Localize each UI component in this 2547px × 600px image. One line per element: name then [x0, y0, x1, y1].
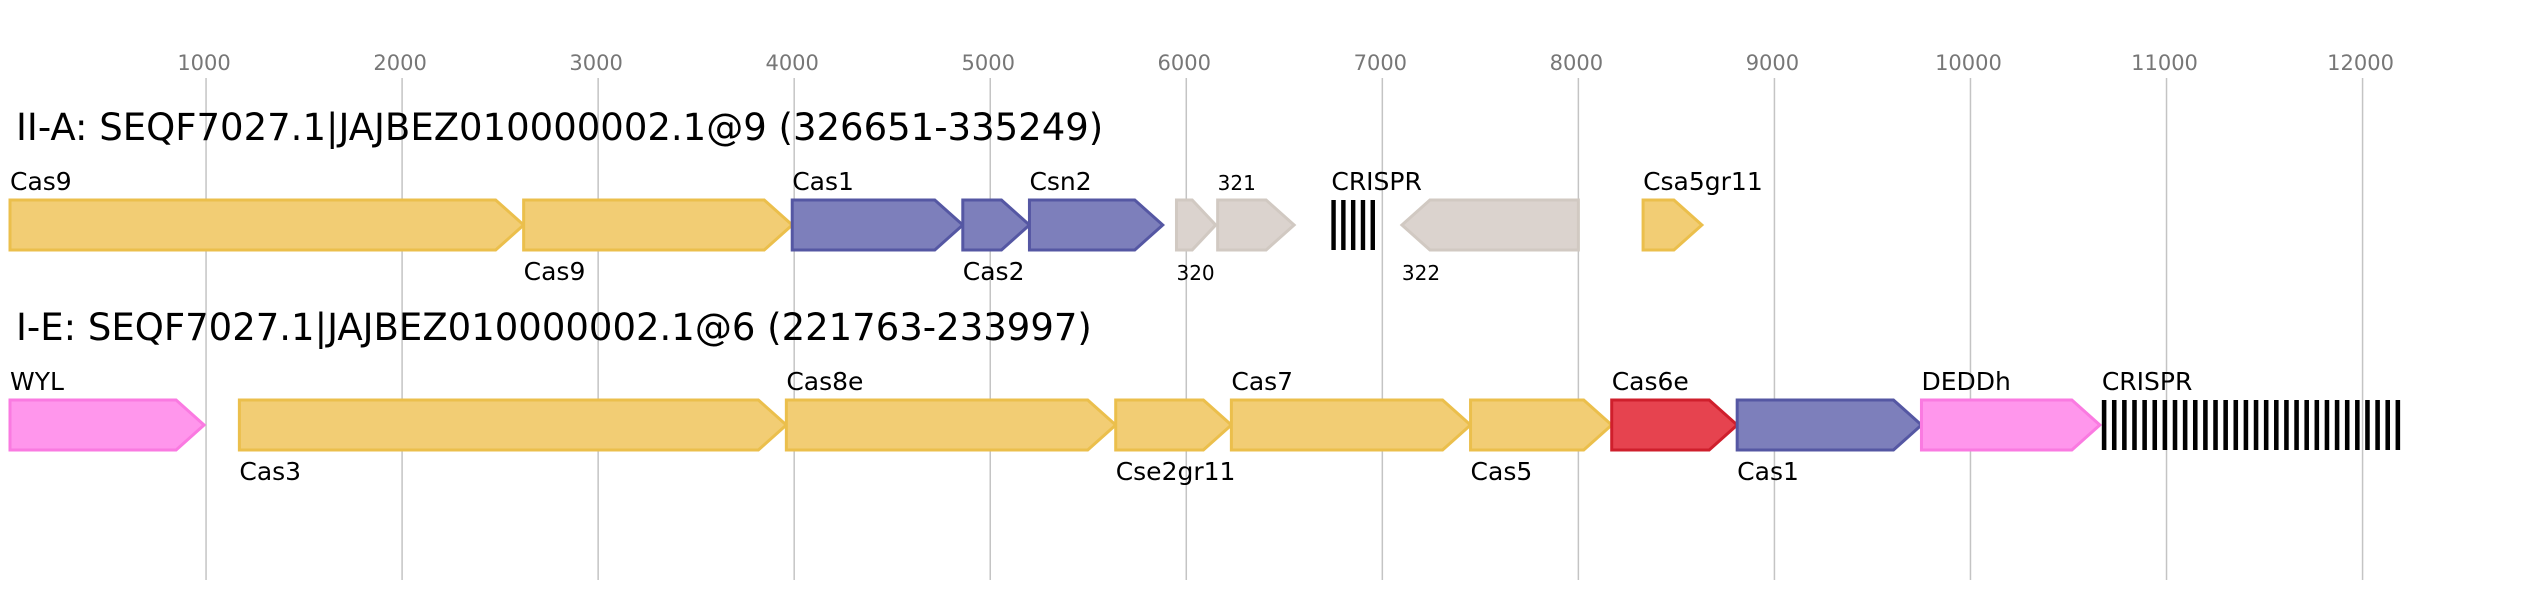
- gene-arrow-cas9: [8, 198, 526, 252]
- gene-label: Cas7: [1231, 367, 1293, 396]
- gene-arrow-wyl: [8, 398, 207, 452]
- crispr-repeat: [1350, 200, 1356, 250]
- crispr-label: CRISPR: [2102, 367, 2193, 396]
- crispr-repeat: [2253, 400, 2259, 450]
- gene-label: Cas9: [10, 167, 72, 196]
- crispr-array: [1331, 200, 1375, 250]
- gene-label: Cse2gr11: [1116, 457, 1236, 486]
- tick-label: 4000: [765, 51, 818, 75]
- gene-label: 320: [1176, 261, 1214, 285]
- gene-label: Cas1: [792, 167, 854, 196]
- axis-tick-labels: 1000 2000 3000 4000 5000 6000 7000 8000 9000 1000…: [177, 51, 2394, 75]
- crispr-repeat: [2182, 400, 2188, 450]
- crispr-repeat: [2304, 400, 2309, 450]
- crispr-repeat: [2233, 400, 2239, 450]
- tick-label: 2000: [373, 51, 426, 75]
- crispr-repeat: [2101, 400, 2107, 450]
- gene-label: 322: [1402, 261, 1440, 285]
- gene-arrow-cas6e: [1610, 398, 1740, 452]
- tick-label: 1000: [177, 51, 230, 75]
- locus-2: I-E: SEQF7027.1|JAJBEZ010000002.1@6 (221…: [8, 306, 2401, 486]
- crispr-repeat: [2132, 400, 2137, 450]
- crispr-repeat: [2324, 400, 2330, 450]
- crispr-repeat: [2192, 400, 2198, 450]
- gene-label: Csa5gr11: [1643, 167, 1763, 196]
- gene-arrow-cas9: [522, 198, 795, 252]
- crispr-repeat: [2111, 400, 2117, 450]
- gene-arrow-csn2: [1027, 198, 1166, 252]
- gene-arrow-322: [1399, 198, 1580, 252]
- gene-label: Csn2: [1029, 167, 1091, 196]
- crispr-repeat: [2152, 400, 2158, 450]
- tick-label: 8000: [1550, 51, 1603, 75]
- gene-arrow-321: [1216, 198, 1297, 252]
- gene-label: Cas6e: [1612, 367, 1689, 396]
- gene-label: DEDDh: [1921, 367, 2010, 396]
- gene-label: Cas3: [239, 457, 301, 486]
- gene-arrow-cas5: [1469, 398, 1614, 452]
- crispr-repeat: [2294, 400, 2299, 450]
- gene-label: Cas8e: [786, 367, 863, 396]
- crispr-repeat: [2213, 400, 2218, 450]
- gene-arrow-cas1: [790, 198, 966, 252]
- crispr-repeat: [2344, 400, 2350, 450]
- crispr-repeat: [2243, 400, 2249, 450]
- gene-arrow-deddh: [1919, 398, 2103, 452]
- gene-arrow-csa5gr11: [1641, 198, 1705, 252]
- tick-label: 6000: [1158, 51, 1211, 75]
- crispr-repeat: [2334, 400, 2340, 450]
- crispr-repeat: [2395, 400, 2401, 450]
- gene-arrow-cas8e: [784, 398, 1118, 452]
- tick-label: 12000: [2327, 51, 2394, 75]
- crispr-repeat: [2263, 400, 2269, 450]
- gene-label: Cas5: [1471, 457, 1533, 486]
- gene-arrow-cas2: [961, 198, 1032, 252]
- locus-title: I-E: SEQF7027.1|JAJBEZ010000002.1@6 (221…: [16, 306, 1092, 349]
- crispr-label: CRISPR: [1331, 167, 1422, 196]
- gene-label: Cas1: [1737, 457, 1799, 486]
- tick-label: 7000: [1354, 51, 1407, 75]
- crispr-repeat: [2162, 400, 2168, 450]
- crispr-repeat: [2314, 400, 2320, 450]
- locus-1: II-A: SEQF7027.1|JAJBEZ010000002.1@9 (32…: [8, 106, 1763, 286]
- crispr-repeat: [2122, 400, 2127, 450]
- crispr-repeat: [2142, 400, 2147, 450]
- crispr-repeat: [2274, 400, 2279, 450]
- crispr-repeat: [1341, 200, 1346, 250]
- gene-arrow-320: [1174, 198, 1218, 252]
- loci: II-A: SEQF7027.1|JAJBEZ010000002.1@9 (32…: [8, 106, 2401, 486]
- crispr-repeat: [1331, 200, 1336, 250]
- crispr-repeat: [2284, 400, 2289, 450]
- crispr-repeat: [2375, 400, 2380, 450]
- locus-title: II-A: SEQF7027.1|JAJBEZ010000002.1@9 (32…: [16, 106, 1103, 149]
- tick-label: 11000: [2131, 51, 2198, 75]
- gene-arrow-cas7: [1229, 398, 1473, 452]
- crispr-repeat: [2365, 400, 2370, 450]
- crispr-array: [2101, 400, 2401, 450]
- gene-arrow-cas3: [237, 398, 789, 452]
- crispr-repeat: [2203, 400, 2208, 450]
- crispr-repeat: [2385, 400, 2390, 450]
- tick-label: 5000: [962, 51, 1015, 75]
- gene-label: 321: [1218, 171, 1256, 195]
- grid-lines: [205, 78, 2364, 580]
- crispr-repeat: [1370, 200, 1375, 250]
- crispr-repeat: [2223, 400, 2228, 450]
- crispr-repeat: [1360, 200, 1366, 250]
- gene-arrow-cse2gr11: [1114, 398, 1234, 452]
- tick-label: 9000: [1746, 51, 1799, 75]
- tick-label: 10000: [1935, 51, 2002, 75]
- gene-label: Cas9: [524, 257, 586, 286]
- gene-arrow-cas1: [1735, 398, 1924, 452]
- tick-label: 3000: [569, 51, 622, 75]
- crispr-repeat: [2355, 400, 2360, 450]
- crispr-repeat: [2172, 400, 2178, 450]
- gene-label: Cas2: [963, 257, 1025, 286]
- gene-label: WYL: [10, 367, 64, 396]
